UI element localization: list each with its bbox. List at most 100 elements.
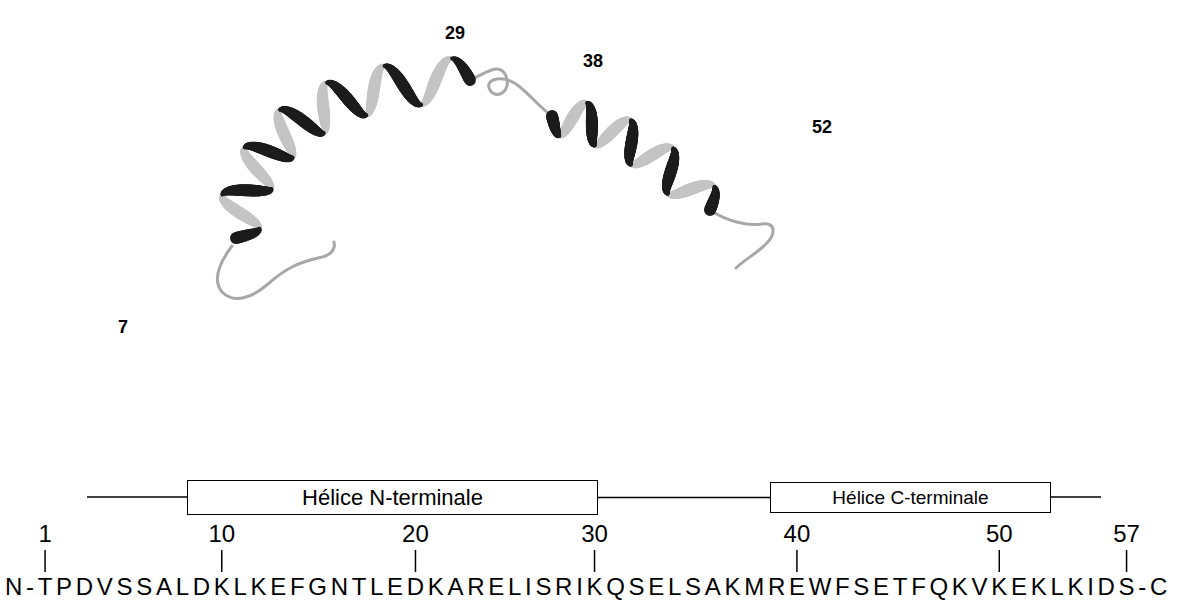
helix-front: [552, 127, 561, 136]
helix-back: [705, 181, 713, 189]
position-number: 10: [208, 522, 235, 546]
c-terminal-helix: [552, 103, 716, 210]
helix-front: [664, 189, 670, 195]
helix-front: [593, 144, 596, 147]
c-terminal-coil: [710, 210, 773, 268]
helix-back: [621, 117, 630, 125]
helix-front: [558, 134, 561, 137]
helix-front: [268, 187, 274, 192]
helix-front: [626, 157, 633, 165]
helix-front: [625, 153, 634, 163]
helix-front: [258, 227, 262, 231]
helix-front: [554, 130, 561, 137]
helix-front: [593, 143, 597, 147]
helix-front: [592, 143, 597, 147]
helix-front: [555, 132, 561, 138]
helix-front: [362, 113, 368, 118]
helix-front: [412, 99, 420, 107]
helix-front: [290, 156, 295, 160]
position-tick: [594, 550, 596, 572]
helix-front: [418, 103, 423, 107]
helix-front: [269, 187, 274, 192]
helix-front: [588, 136, 597, 145]
helix-front: [662, 182, 671, 192]
helix-front: [554, 131, 561, 138]
helix-back: [579, 100, 587, 108]
amino-acid-sequence: N-TPDVSSALDKLKEFGNTLEDKARELISRIKQSELSAKM…: [5, 575, 1171, 599]
helix-front: [265, 187, 272, 194]
helix-front: [590, 141, 596, 147]
connector-line: [598, 497, 770, 499]
helix-back: [572, 104, 583, 116]
helix-front: [255, 227, 261, 233]
helix-front: [550, 124, 560, 135]
helix-front: [357, 109, 366, 118]
position-tick: [1126, 550, 1128, 572]
helix-back: [577, 101, 586, 110]
helix-front: [552, 128, 560, 137]
residue-callout: 7: [118, 318, 128, 336]
helix-front: [553, 129, 561, 137]
bar-line-right: [1050, 496, 1101, 498]
helix-front: [257, 227, 261, 232]
n-terminal-coil: [217, 242, 334, 298]
loop-coil: [470, 69, 552, 116]
helix-front: [664, 189, 669, 195]
helix-front: [256, 227, 261, 233]
helix-front: [666, 192, 670, 195]
helix-front: [591, 142, 597, 148]
helix-back: [576, 101, 585, 110]
helix-front: [663, 187, 670, 194]
helix-front: [416, 102, 422, 107]
helix-front: [267, 187, 273, 193]
helix-front: [627, 160, 632, 166]
helix-back: [622, 117, 630, 125]
helix-front: [414, 100, 421, 107]
helix-front: [590, 139, 597, 146]
helix-front: [361, 112, 368, 118]
helix-front: [322, 131, 326, 135]
helix-front: [364, 114, 368, 118]
helix-front: [589, 139, 596, 147]
helix-back: [573, 103, 584, 114]
helix-front: [591, 142, 596, 147]
position-number: 50: [986, 522, 1013, 546]
helix-front: [253, 228, 261, 236]
helix-back: [664, 144, 672, 152]
helix-front: [320, 131, 326, 136]
helix-front: [286, 155, 293, 162]
helix-box: Hélice C-terminale: [770, 482, 1051, 513]
position-number: 1: [38, 522, 51, 546]
helix-front: [628, 161, 633, 166]
helix-front: [588, 137, 596, 146]
helix-front: [557, 134, 561, 138]
helix-back: [620, 117, 629, 126]
residue-callout: 38: [583, 52, 603, 70]
position-number: 20: [402, 522, 429, 546]
helix-front: [419, 103, 423, 106]
helix-front: [270, 187, 274, 191]
position-number: 30: [581, 522, 608, 546]
helix-front: [704, 209, 716, 210]
helix-front: [588, 135, 597, 145]
position-tick: [44, 550, 46, 572]
helix-front: [590, 140, 596, 147]
helix-box: Hélice N-terminale: [187, 480, 598, 515]
helix-back: [706, 181, 714, 188]
helix-front: [553, 130, 561, 138]
helix-back: [576, 101, 586, 111]
helix-front: [625, 154, 634, 163]
helix-front: [469, 78, 470, 80]
helix-front: [288, 155, 295, 161]
helix-back: [704, 181, 713, 189]
helix-front: [625, 155, 633, 164]
helix-front: [663, 186, 670, 194]
helix-back: [442, 57, 450, 65]
helix-back: [443, 56, 451, 63]
position-tick: [221, 550, 223, 572]
helix-front: [551, 125, 561, 135]
helix-front: [588, 134, 597, 144]
helix-front: [551, 126, 560, 136]
helix-back: [574, 102, 585, 113]
